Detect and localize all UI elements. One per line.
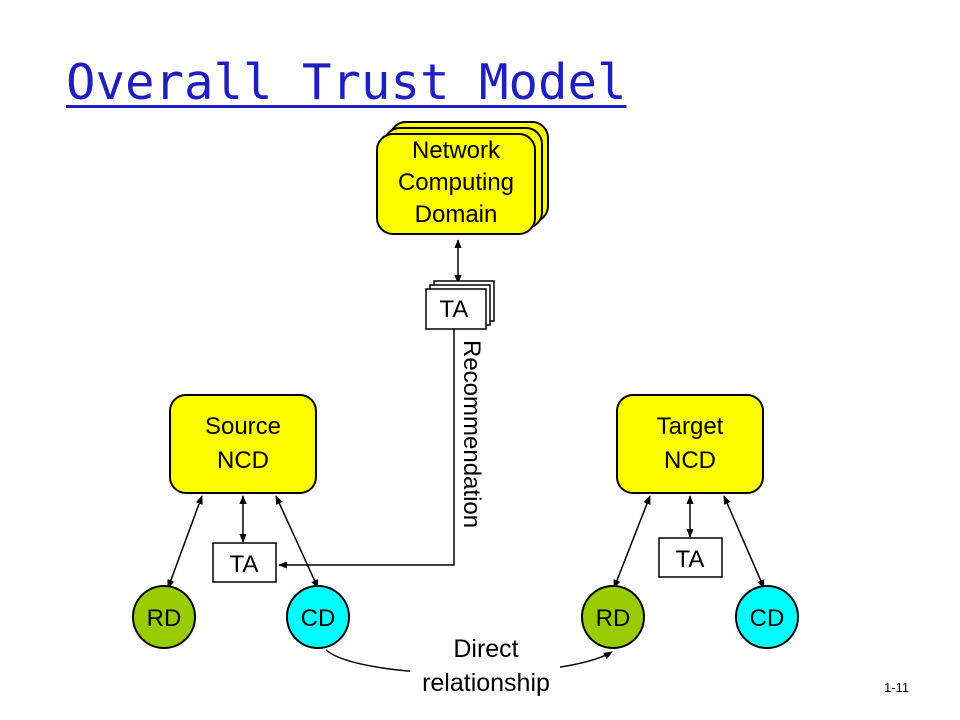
rd-left-node: RD — [132, 585, 196, 649]
page-title: Overall Trust Model — [66, 54, 627, 111]
source-ncd-node: Source NCD — [169, 394, 317, 494]
ta-right-label: TA — [676, 546, 705, 573]
source-ncd-line-1: Source — [205, 413, 281, 440]
target-ncd-line-1: Target — [657, 413, 724, 440]
ta-left-node: TA — [212, 542, 277, 583]
arrow-target-rd — [613, 495, 651, 589]
recommendation-path — [278, 329, 455, 569]
cd-left-node: CD — [286, 585, 350, 649]
arrow-source-rd — [167, 495, 203, 589]
network-computing-domain-node: Network Computing Domain — [376, 121, 549, 235]
ta-top-node: TA — [425, 280, 495, 330]
network-domain-line-2: Computing — [398, 169, 514, 196]
rd-left-label: RD — [147, 605, 182, 632]
cd-right-label: CD — [750, 605, 785, 632]
target-ncd-line-2: NCD — [664, 447, 716, 474]
network-domain-line-1: Network — [412, 137, 501, 164]
cd-left-label: CD — [301, 605, 336, 632]
recommendation-label: Recommendation — [458, 340, 485, 528]
label-background — [410, 664, 560, 678]
network-domain-line-3: Domain — [415, 201, 498, 228]
cd-right-node: CD — [735, 585, 799, 649]
ta-left-label: TA — [230, 551, 259, 578]
slide-number: 1-11 — [884, 680, 910, 695]
direct-relationship-line-2: relationship — [422, 669, 550, 697]
arrow-source-cd — [275, 495, 319, 589]
arrow-target-cd — [723, 495, 765, 589]
source-ncd-line-2: NCD — [217, 447, 269, 474]
ta-right-node: TA — [658, 537, 723, 578]
direct-relationship-line-1: Direct — [453, 635, 518, 663]
ta-top-label: TA — [440, 296, 469, 323]
target-ncd-node: Target NCD — [616, 394, 764, 494]
rd-right-label: RD — [596, 605, 631, 632]
rd-right-node: RD — [581, 585, 645, 649]
